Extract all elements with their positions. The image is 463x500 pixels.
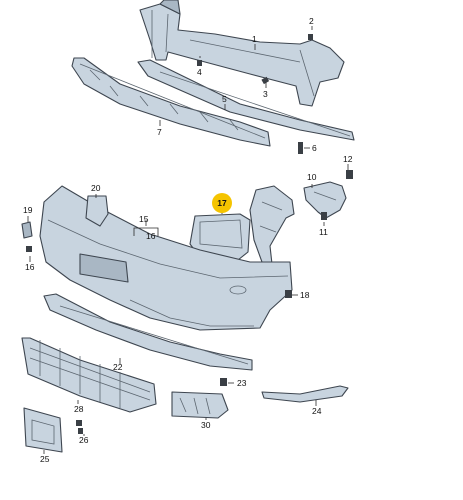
label-24: 24: [312, 406, 322, 416]
part-17-fog-light-grille[interactable]: [189, 213, 251, 261]
label-25: 25: [40, 454, 50, 464]
part-25-license-plate-holder[interactable]: [23, 407, 63, 453]
label-22: 22: [113, 362, 123, 372]
highlight-badge-circle: [212, 193, 232, 213]
label-12: 12: [343, 154, 353, 164]
label-7: 7: [157, 127, 162, 137]
label-28: 28: [74, 404, 84, 414]
part-4-fastener[interactable]: [197, 56, 202, 66]
label-16-center: 16: [146, 231, 156, 241]
side-bracket[interactable]: [249, 185, 295, 265]
part-28-lower-grille[interactable]: [21, 337, 157, 413]
part-2-screw[interactable]: [308, 26, 313, 40]
part-12-bolt[interactable]: [346, 170, 353, 179]
label-23: 23: [237, 378, 247, 388]
label-5: 5: [222, 94, 227, 104]
part-1-cross-member[interactable]: [139, 0, 345, 107]
label-18: 18: [300, 290, 310, 300]
label-6: 6: [312, 143, 317, 153]
part-16-left-clip[interactable]: [26, 246, 32, 252]
part-18-screw[interactable]: [285, 290, 298, 298]
part-7-energy-absorber[interactable]: [71, 57, 271, 147]
label-15: 15: [139, 214, 149, 224]
part-10-bracket[interactable]: [303, 181, 347, 219]
part-22-lower-spoiler[interactable]: [43, 293, 253, 371]
label-4: 4: [197, 67, 202, 77]
label-2: 2: [309, 16, 314, 26]
part-26-screws[interactable]: [76, 420, 83, 434]
part-30-fog-grille[interactable]: [171, 391, 229, 419]
label-1: 1: [252, 34, 257, 44]
label-10: 10: [307, 172, 317, 182]
label-30: 30: [201, 420, 211, 430]
part-19-clip[interactable]: [21, 221, 33, 239]
part-3-screw[interactable]: [261, 76, 270, 88]
part-11-clip[interactable]: [321, 212, 327, 220]
leader-lines: [27, 44, 349, 454]
label-19: 19: [23, 205, 33, 215]
label-3: 3: [263, 89, 268, 99]
part-20-bracket[interactable]: [85, 195, 109, 227]
label-26: 26: [79, 435, 89, 445]
label-11: 11: [319, 227, 328, 237]
label-20: 20: [91, 183, 101, 193]
label-17: 17: [217, 198, 227, 208]
part-5-impact-strip[interactable]: [137, 59, 355, 141]
part-labels: 1 2 3 4 5 6 7 10 11 12 15 16 16 18 19 20…: [23, 16, 353, 464]
highlighted-part-17-badge[interactable]: 17: [212, 193, 232, 213]
part-24-trim-strip[interactable]: [261, 385, 349, 403]
label-16-left: 16: [25, 262, 35, 272]
part-6-clip[interactable]: [298, 142, 310, 154]
part-23-screw[interactable]: [220, 378, 227, 386]
